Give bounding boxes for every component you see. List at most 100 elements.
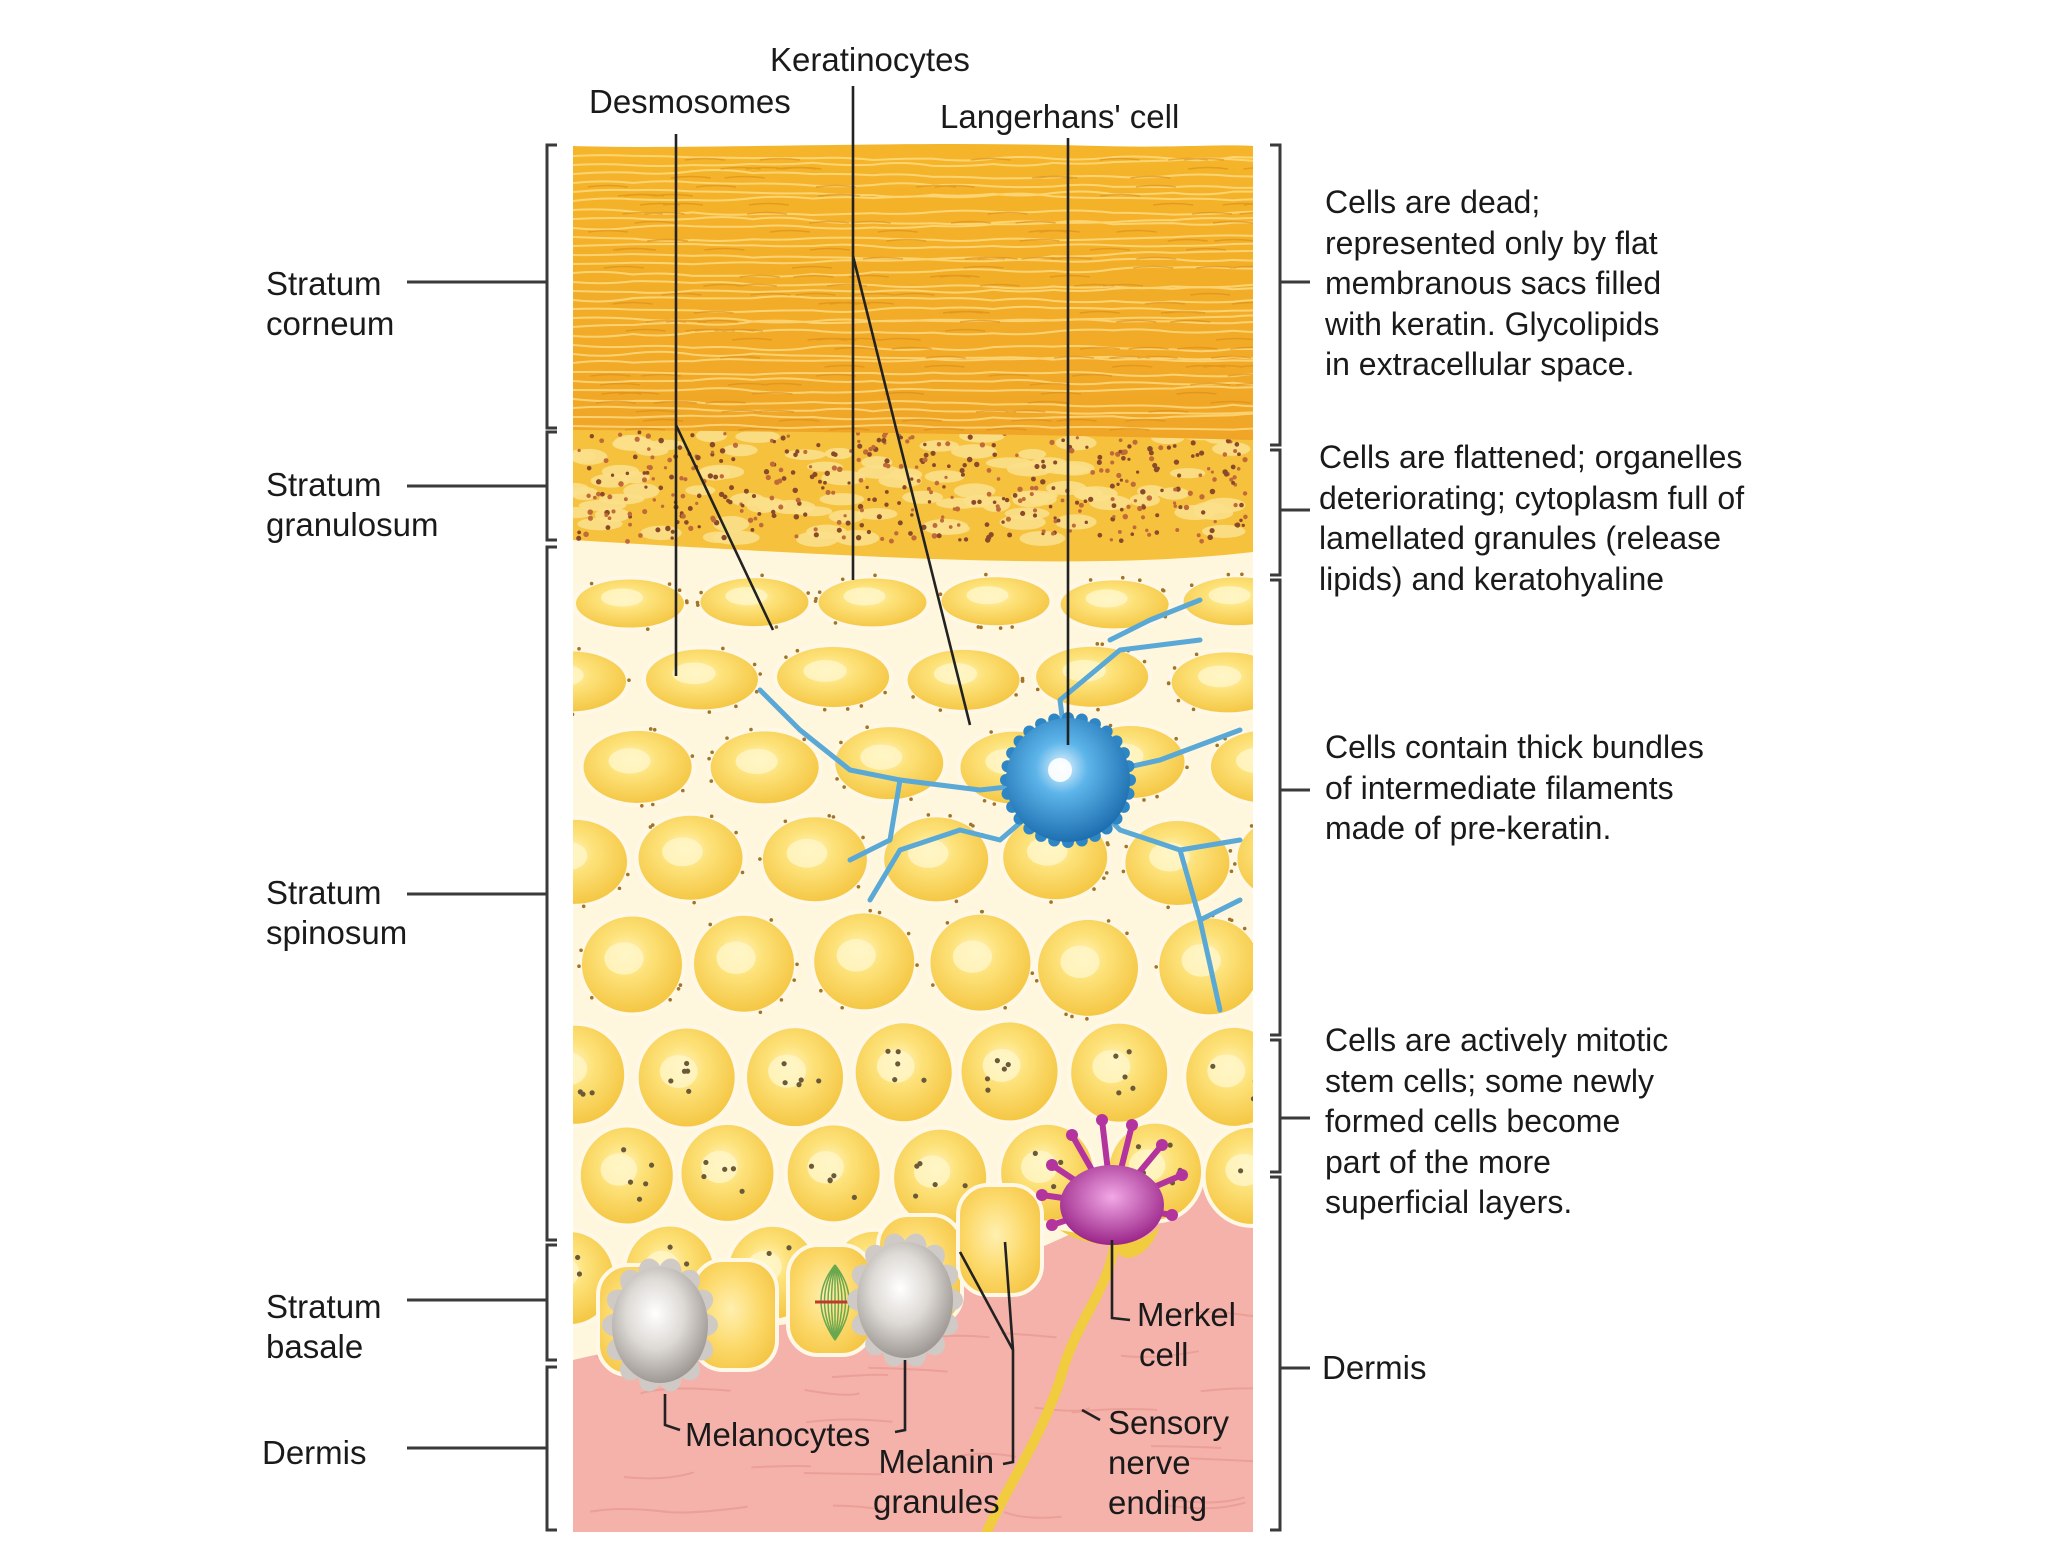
keratohyaline-granule: [709, 441, 716, 448]
keratohyaline-granule: [1112, 514, 1116, 519]
keratohyaline-granule: [1110, 497, 1115, 502]
sheet-edge: [1214, 238, 1253, 242]
cell-nucleus-highlight: [491, 946, 530, 978]
keratohyaline-granule: [876, 514, 882, 520]
dermis-fiber: [806, 1418, 893, 1424]
keratohyaline-granule: [944, 475, 948, 479]
melanin-granule: [684, 1060, 690, 1067]
keratohyaline-granule: [644, 485, 648, 489]
desmosome-dot: [516, 695, 520, 699]
desmosome-dot: [1339, 872, 1343, 876]
keratohyaline-granule: [996, 477, 1001, 481]
desmosome-dot: [1227, 917, 1232, 922]
keratohyaline-granule: [583, 531, 589, 538]
melanin-granule: [895, 1049, 901, 1055]
keratohyaline-granule: [1075, 436, 1079, 440]
desmosome-dot: [865, 725, 869, 730]
sheet-edge: [590, 373, 631, 377]
basal-cell: [956, 1183, 1044, 1297]
desmosome-dot: [784, 655, 788, 659]
granular-cell: [1006, 462, 1053, 477]
keratin-sheet: [573, 305, 1253, 313]
keratohyaline-granule: [813, 527, 818, 532]
sheet-edge: [1128, 346, 1169, 350]
keratohyaline-granule: [977, 499, 982, 505]
desmosome-dot: [650, 823, 655, 827]
granular-cell: [573, 507, 594, 519]
desmosome-dot: [1396, 722, 1400, 726]
keratinocyte-cell: [1296, 650, 1412, 714]
keratohyaline-granule: [836, 466, 843, 473]
cell-nucleus-highlight: [672, 662, 716, 685]
sheet-edge: [670, 175, 711, 179]
keratohyaline-granule: [1109, 451, 1115, 456]
keratohyaline-granule: [719, 474, 724, 479]
melanin-granule: [1130, 1085, 1136, 1091]
desmosome-dot: [481, 625, 485, 629]
sheet-edge: [925, 355, 966, 359]
desmosome-dot: [926, 813, 931, 817]
keratohyaline-granule: [1060, 498, 1065, 503]
sheet-edge: [624, 427, 666, 431]
desmosome-dot: [1340, 869, 1344, 873]
melanin-granule: [921, 1077, 927, 1083]
granular-cell: [695, 429, 728, 443]
keratohyaline-granule: [910, 513, 914, 517]
bracket-shape: [545, 143, 557, 430]
desmosome-dot: [472, 793, 476, 797]
granular-cell: [640, 525, 682, 541]
desmosome-dot: [1215, 743, 1219, 748]
keratohyaline-granule: [1084, 520, 1088, 525]
corneum-sheet-edges: [587, 157, 1253, 431]
melanin-granule: [1122, 1074, 1128, 1080]
keratohyaline-granule: [803, 512, 808, 517]
sheet-edge: [877, 229, 918, 233]
sheet-edge: [894, 292, 935, 296]
sheet-edge: [1212, 220, 1253, 224]
melanin-granule: [895, 1061, 901, 1067]
melanin-granule: [808, 1163, 815, 1169]
melanin-granule: [1252, 1078, 1253, 1084]
cell-nucleus-highlight: [662, 837, 703, 867]
sheet-edge: [987, 211, 1028, 215]
sheet-edge: [644, 211, 685, 215]
melanin-granule: [575, 1254, 581, 1261]
sheet-edge: [623, 193, 665, 197]
melanin-granule: [932, 1181, 938, 1188]
keratohyaline-granule: [757, 511, 762, 516]
keratohyaline-granule: [1116, 472, 1122, 479]
keratohyaline-granule: [1110, 460, 1115, 465]
keratohyaline-granule: [1212, 477, 1217, 482]
sheet-edge: [739, 274, 780, 278]
keratin-sheet: [573, 250, 1253, 266]
sheet-edge: [1185, 364, 1226, 368]
desmosome-dot: [752, 662, 757, 667]
keratohyaline-granule: [771, 509, 776, 515]
keratohyaline-granule: [1200, 510, 1206, 515]
keratohyaline-granule: [1232, 475, 1237, 480]
sheet-edge: [645, 319, 687, 323]
sheet-edge: [988, 373, 1029, 377]
keratohyaline-granule: [1118, 538, 1124, 544]
dermis-fiber: [868, 1366, 948, 1373]
desmosome-dot: [1191, 707, 1196, 712]
keratohyaline-granule: [1127, 444, 1132, 449]
sheet-edge: [886, 238, 927, 242]
melanin-granule: [1256, 1155, 1261, 1160]
keratohyaline-granule: [719, 448, 726, 454]
granular-cell: [1045, 480, 1087, 496]
keratohyaline-granule: [836, 527, 842, 533]
melanin-granule: [538, 1182, 543, 1187]
sheet-edge: [1112, 364, 1153, 368]
granular-cell: [1054, 514, 1097, 530]
keratohyaline-granule: [1223, 471, 1229, 477]
desmosome-dot: [1189, 583, 1194, 587]
melanin-granule: [1237, 1168, 1244, 1174]
desmosome-dot: [528, 834, 532, 838]
melanin-granule: [589, 1090, 595, 1096]
sheet-edge: [1099, 157, 1140, 161]
keratohyaline-granule: [1177, 473, 1182, 478]
desmosome-dot: [589, 995, 594, 1000]
keratohyaline-granule: [1012, 493, 1018, 498]
keratohyaline-granule: [960, 472, 965, 477]
